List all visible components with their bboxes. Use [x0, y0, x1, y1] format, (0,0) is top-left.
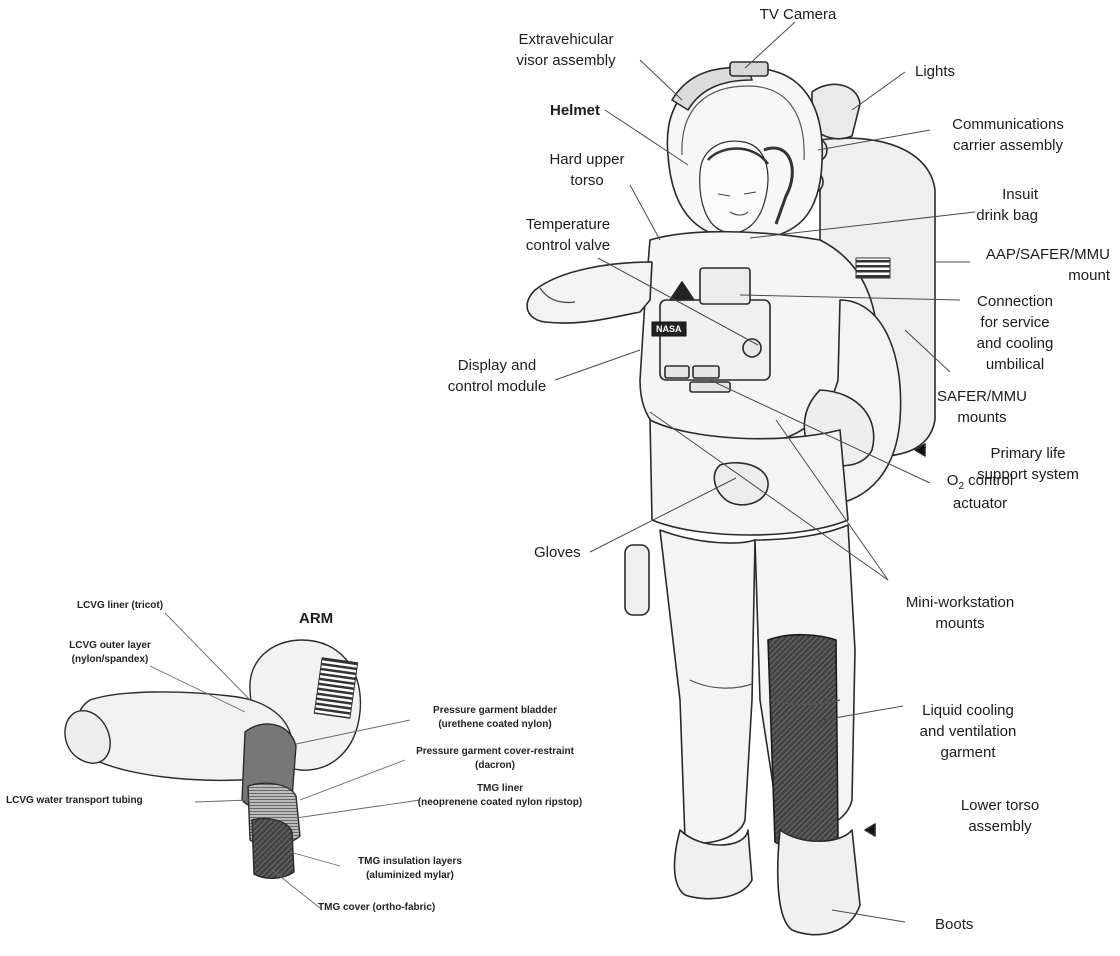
label-text: Insuit	[950, 184, 1038, 205]
us-flag	[856, 258, 890, 278]
label-text: Mini-workstation	[885, 592, 1035, 613]
lower-torso-marker	[865, 824, 875, 836]
label-text: (nylon/spandex)	[45, 653, 175, 667]
label-text: LCVG liner (tricot)	[77, 600, 163, 611]
label-o2-control-actuator: O2 control actuator	[925, 470, 1035, 514]
label-lights: Lights	[915, 61, 955, 82]
label-tmg-cover: TMG cover (ortho-fabric)	[318, 901, 435, 915]
label-aap-safer-mmu: AAP/SAFER/MMU mount	[960, 244, 1110, 286]
label-text: mounts	[930, 407, 1034, 428]
label-text: garment	[900, 742, 1036, 763]
label-liquid-cooling: Liquid cooling and ventilation garment	[900, 700, 1036, 763]
label-text: Lower torso	[940, 795, 1060, 816]
label-text: Display and	[435, 355, 559, 376]
label-text: visor assembly	[498, 50, 634, 71]
label-text: Primary life	[940, 443, 1116, 464]
nasa-badge-text: NASA	[656, 323, 682, 335]
label-text: TMG insulation layers	[330, 855, 490, 869]
label-text: ARM	[299, 610, 333, 627]
label-display-control-module: Display and control module	[435, 355, 559, 397]
label-text: LCVG water transport tubing	[6, 795, 143, 806]
label-text: control valve	[512, 235, 624, 256]
label-text: TV Camera	[760, 6, 837, 23]
label-text: Temperature	[512, 214, 624, 235]
label-text: Connection	[955, 291, 1075, 312]
label-text: control	[964, 472, 1013, 489]
label-lcvg-outer: LCVG outer layer (nylon/spandex)	[45, 639, 175, 667]
label-text: umbilical	[955, 354, 1075, 375]
label-text: torso	[532, 170, 642, 191]
label-text: O	[947, 472, 959, 489]
lcvg-section	[768, 635, 838, 848]
label-text: assembly	[940, 816, 1060, 837]
label-lcvg-liner: LCVG liner (tricot)	[40, 599, 200, 613]
label-safer-mmu-mounts: SAFER/MMU mounts	[930, 386, 1034, 428]
label-text: Hard upper	[532, 149, 642, 170]
label-text: SAFER/MMU	[930, 386, 1034, 407]
label-text: carrier assembly	[928, 135, 1088, 156]
label-text: and cooling	[955, 333, 1075, 354]
label-text: Gloves	[534, 544, 581, 561]
label-text: AAP/SAFER/MMU	[960, 244, 1110, 265]
arm-section	[65, 640, 360, 878]
label-text: NASA	[656, 324, 682, 334]
label-text: mounts	[885, 613, 1035, 634]
label-text: for service	[955, 312, 1075, 333]
label-o2-line: O2 control	[925, 470, 1035, 493]
label-text: Lights	[915, 63, 955, 80]
label-text: actuator	[925, 493, 1035, 514]
label-boots: Boots	[935, 914, 973, 935]
label-text: Communications	[928, 114, 1088, 135]
label-text: mount	[960, 265, 1110, 286]
label-text: Helmet	[550, 102, 600, 119]
label-temperature-control-valve: Temperature control valve	[512, 214, 624, 256]
label-text: and ventilation	[900, 721, 1036, 742]
label-text: Pressure garment bladder	[400, 704, 590, 718]
label-text: Extravehicular	[498, 29, 634, 50]
label-mini-workstation: Mini-workstation mounts	[885, 592, 1035, 634]
label-cover-restraint: Pressure garment cover-restraint (dacron…	[390, 745, 600, 773]
arm-title: ARM	[299, 608, 333, 629]
label-extravehicular-visor: Extravehicular visor assembly	[498, 29, 634, 71]
label-connection-umbilical: Connection for service and cooling umbil…	[955, 291, 1075, 375]
label-tv-camera: TV Camera	[748, 4, 848, 25]
label-text: Pressure garment cover-restraint	[390, 745, 600, 759]
label-text: (neoprenene coated nylon ripstop)	[380, 796, 620, 810]
label-helmet: Helmet	[550, 100, 600, 121]
label-text: (urethene coated nylon)	[400, 718, 590, 732]
label-tmg-insulation: TMG insulation layers (aluminized mylar)	[330, 855, 490, 883]
label-text: (aluminized mylar)	[330, 869, 490, 883]
label-communications: Communications carrier assembly	[928, 114, 1088, 156]
label-text: control module	[435, 376, 559, 397]
right-arm	[527, 262, 652, 323]
label-lower-torso: Lower torso assembly	[940, 795, 1060, 837]
label-text: TMG cover (ortho-fabric)	[318, 902, 435, 913]
label-text: Boots	[935, 916, 973, 933]
right-boot	[778, 830, 860, 935]
label-tmg-liner: TMG liner (neoprenene coated nylon ripst…	[380, 782, 620, 810]
label-text: LCVG outer layer	[45, 639, 175, 653]
label-insuit-drink-bag: Insuit drink bag	[950, 184, 1038, 226]
label-gloves: Gloves	[534, 542, 581, 563]
label-water-tubing: LCVG water transport tubing	[6, 794, 143, 808]
label-text: drink bag	[950, 205, 1038, 226]
label-text: (dacron)	[390, 759, 600, 773]
label-subscript: 2	[958, 481, 964, 492]
label-hard-upper-torso: Hard upper torso	[532, 149, 642, 191]
label-text: TMG liner	[380, 782, 620, 796]
label-text: Liquid cooling	[900, 700, 1036, 721]
label-bladder: Pressure garment bladder (urethene coate…	[400, 704, 590, 732]
